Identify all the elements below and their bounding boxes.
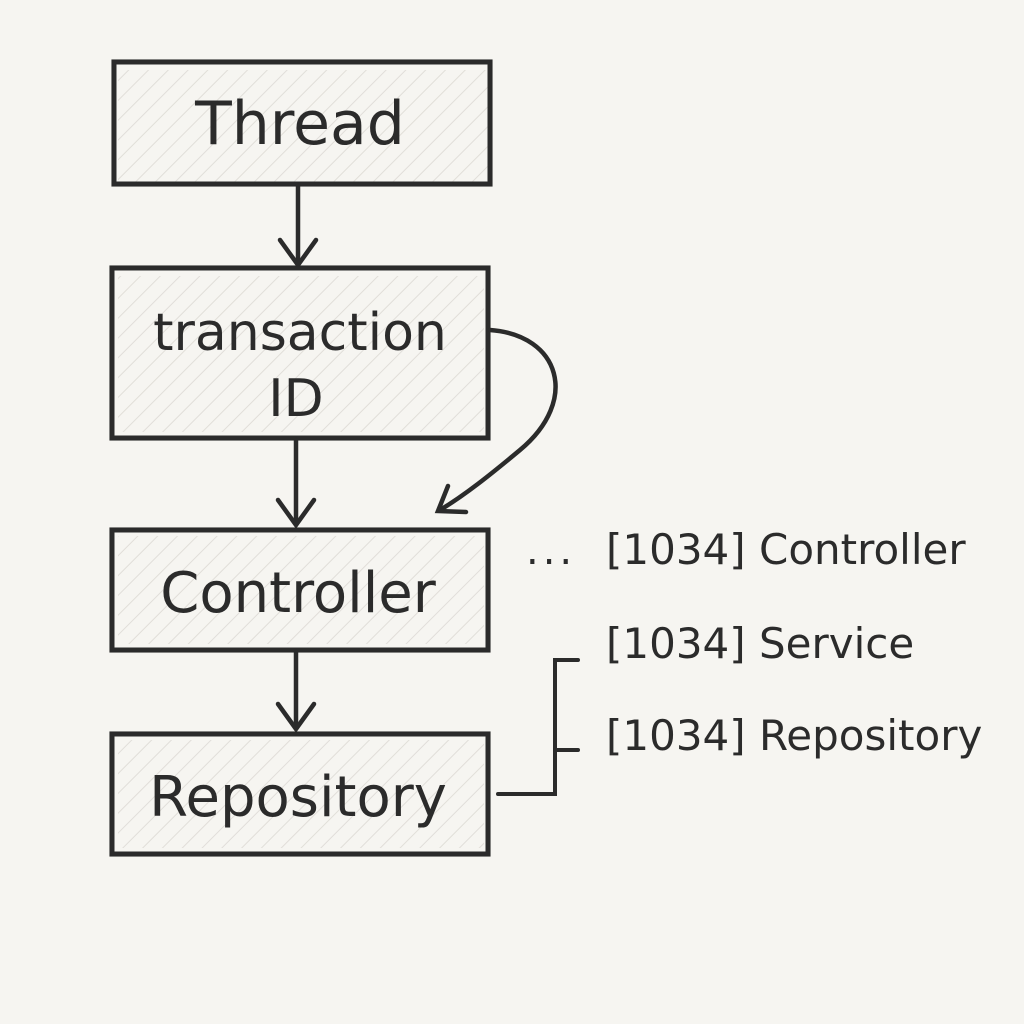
repository-box-label: Repository bbox=[149, 765, 447, 830]
arrow-thread-to-transaction bbox=[277, 183, 319, 269]
log-bracket bbox=[496, 658, 580, 796]
curved-arrow-transaction-to-controller bbox=[434, 327, 558, 515]
transaction-id-label-line1: transaction bbox=[153, 303, 447, 363]
repository-box: Repository bbox=[109, 731, 491, 857]
log-line-repository: [1034] Repository bbox=[606, 711, 982, 760]
transaction-id-label-line2: ID bbox=[268, 369, 323, 429]
controller-box-label: Controller bbox=[160, 561, 436, 626]
arrow-controller-to-repository bbox=[275, 649, 317, 733]
transaction-id-box: transaction ID bbox=[109, 265, 491, 441]
thread-box: Thread bbox=[111, 59, 493, 187]
log-line-controller: [1034] Controller bbox=[606, 525, 966, 574]
arrow-transaction-to-controller bbox=[275, 437, 317, 529]
log-line-service: [1034] Service bbox=[606, 619, 914, 668]
controller-box: Controller bbox=[109, 527, 491, 653]
log-ellipsis: ... bbox=[526, 528, 576, 574]
thread-box-label: Thread bbox=[194, 89, 405, 159]
